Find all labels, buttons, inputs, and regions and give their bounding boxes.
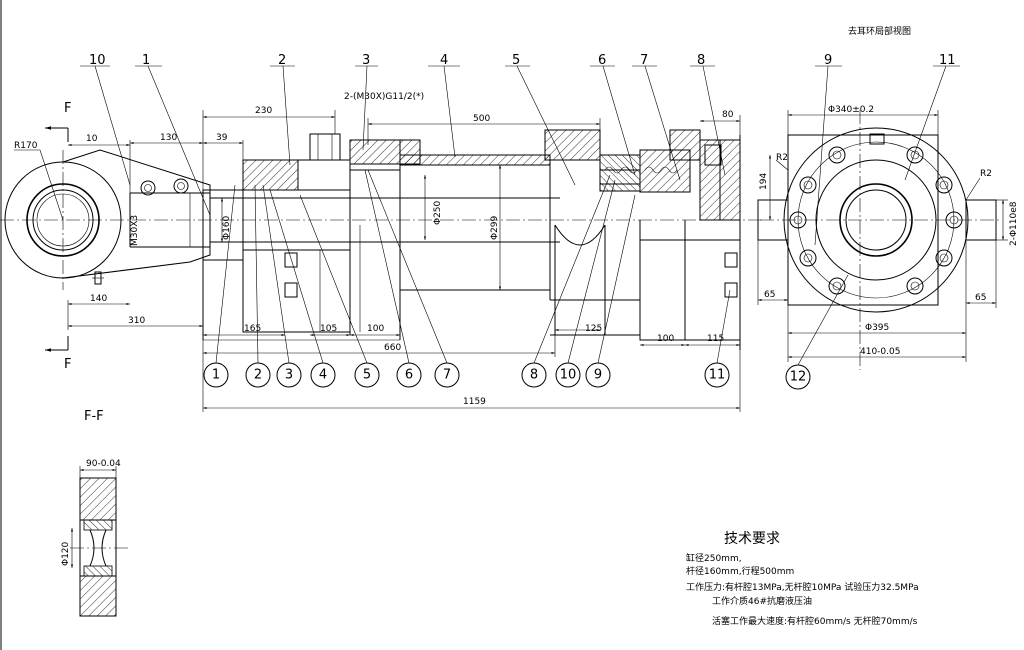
dim-115: 115	[707, 334, 724, 344]
dim-r170: R170	[14, 141, 38, 151]
dim-phi160: Φ160	[222, 215, 232, 240]
dim-194: 194	[759, 173, 769, 190]
svg-text:2: 2	[254, 368, 262, 383]
leader-label-1: 1	[142, 53, 150, 68]
dim-90: 90-0.04	[86, 459, 121, 469]
section-f-f	[70, 466, 128, 617]
svg-text:7: 7	[443, 368, 451, 383]
leader-label-11: 11	[939, 53, 956, 68]
leader-label-3: 3	[362, 53, 370, 68]
dim-230: 230	[255, 106, 272, 116]
tech-req-line-1: 缸径250mm,	[686, 552, 742, 564]
tech-req-line-5: 活塞工作最大速度:有杆腔60mm/s 无杆腔70mm/s	[712, 615, 918, 627]
svg-text:6: 6	[405, 368, 413, 383]
svg-text:4: 4	[319, 368, 327, 383]
dim-65-left: 65	[764, 290, 775, 300]
dim-r2-right: R2	[980, 169, 992, 179]
balloon-3: 3	[276, 362, 302, 388]
rod-eye	[4, 149, 211, 290]
svg-text:8: 8	[530, 368, 538, 383]
balloon-7: 7	[434, 362, 460, 388]
section-mark-bottom: F	[64, 357, 71, 372]
leader-label-9: 9	[824, 53, 832, 68]
tech-req-line-3: 工作压力:有杆腔13MPa,无杆腔10MPa 试验压力32.5MPa	[686, 581, 919, 593]
dim-165: 165	[244, 324, 261, 334]
svg-text:1: 1	[212, 368, 220, 383]
dim-phi110: 2-Φ110e8	[1009, 201, 1019, 246]
dim-10: 10	[86, 134, 98, 144]
leader-label-10: 10	[89, 53, 106, 68]
leader-label-6: 6	[598, 53, 606, 68]
dim-phi120: Φ120	[61, 541, 71, 566]
dim-660: 660	[384, 343, 401, 353]
dim-m30x3: M30X3	[130, 215, 140, 246]
balloon-11: 11	[704, 362, 730, 388]
balloon-9: 9	[585, 362, 611, 388]
svg-text:9: 9	[594, 368, 602, 383]
svg-text:5: 5	[363, 368, 371, 383]
dim-125: 125	[585, 324, 602, 334]
dim-phi340: Φ340±0.2	[828, 105, 874, 115]
dim-r2-left: R2	[776, 153, 788, 163]
dim-130: 130	[160, 133, 177, 143]
dim-1159: 1159	[463, 397, 486, 407]
leader-lines	[80, 65, 960, 366]
balloon-8: 8	[521, 362, 547, 388]
dim-39: 39	[216, 133, 228, 143]
leader-label-7: 7	[640, 53, 648, 68]
main-view-dimensions	[14, 110, 741, 412]
tech-req-line-4: 工作介质46#抗磨液压油	[712, 595, 812, 607]
balloon-6: 6	[396, 362, 422, 388]
dim-phi299: Φ299	[490, 215, 500, 240]
end-view-title: 去耳环局部视图	[848, 25, 911, 37]
dim-500: 500	[473, 114, 490, 124]
dim-105: 105	[320, 324, 337, 334]
dim-140: 140	[90, 294, 107, 304]
svg-text:10: 10	[560, 368, 577, 383]
leader-label-2: 2	[278, 53, 286, 68]
piston-rod	[209, 190, 560, 250]
leader-label-5: 5	[512, 53, 520, 68]
balloon-1: 1	[203, 362, 229, 388]
svg-text:3: 3	[285, 368, 293, 383]
dim-65-right: 65	[975, 293, 986, 303]
balloon-2: 2	[245, 362, 271, 388]
section-title: F-F	[84, 409, 104, 424]
dim-100-a: 100	[367, 324, 384, 334]
svg-text:11: 11	[709, 368, 726, 383]
svg-text:12: 12	[790, 370, 807, 385]
dim-80: 80	[722, 110, 734, 120]
balloon-4: 4	[310, 362, 336, 388]
dim-310: 310	[128, 316, 145, 326]
dim-phi250: Φ250	[433, 200, 443, 225]
section-mark-top: F	[64, 101, 71, 116]
cylinder-body	[202, 129, 741, 350]
tech-req-line-2: 杆径160mm,行程500mm	[686, 565, 794, 577]
leader-label-4: 4	[440, 53, 448, 68]
leader-label-8: 8	[697, 53, 705, 68]
dim-phi395: Φ395	[865, 323, 889, 333]
balloon-5: 5	[354, 362, 380, 388]
dim-410: 410-0.05	[860, 347, 900, 357]
tech-req-title: 技术要求	[724, 531, 780, 547]
balloon-12: 12	[785, 364, 811, 390]
end-view	[757, 110, 1008, 370]
dim-100-b: 100	[657, 334, 674, 344]
dim-pin-spec: 2-(M30X)G11/2(*)	[344, 92, 424, 102]
balloon-10: 10	[555, 362, 581, 388]
